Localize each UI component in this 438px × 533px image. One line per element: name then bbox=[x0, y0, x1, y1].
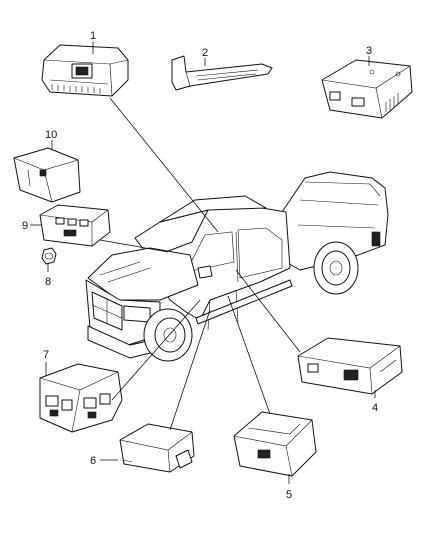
callout-5: 5 bbox=[286, 489, 292, 501]
callout-1: 1 bbox=[90, 30, 96, 42]
pickup-truck bbox=[85, 171, 389, 362]
callout-4: 4 bbox=[372, 402, 378, 414]
part-7-body-control-module bbox=[39, 363, 123, 433]
leader-lines bbox=[30, 42, 376, 484]
part-5-module bbox=[233, 411, 317, 477]
callout-6: 6 bbox=[90, 455, 96, 467]
part-10-cover bbox=[13, 147, 81, 203]
callout-9: 9 bbox=[22, 220, 28, 232]
part-8-nut bbox=[41, 247, 57, 265]
callout-8: 8 bbox=[45, 276, 51, 288]
callout-2: 2 bbox=[202, 47, 208, 59]
part-9-module bbox=[39, 204, 111, 247]
callout-labels: 1 2 3 10 9 8 7 6 5 4 bbox=[22, 30, 378, 501]
part-6-module bbox=[119, 423, 195, 473]
callout-7: 7 bbox=[43, 349, 49, 361]
part-2-bracket bbox=[171, 55, 273, 91]
callout-10: 10 bbox=[45, 129, 57, 141]
part-3-control-module bbox=[321, 59, 413, 119]
part-1-junction-box bbox=[41, 44, 129, 97]
callout-3: 3 bbox=[366, 45, 372, 57]
part-4-control-module bbox=[297, 337, 403, 395]
